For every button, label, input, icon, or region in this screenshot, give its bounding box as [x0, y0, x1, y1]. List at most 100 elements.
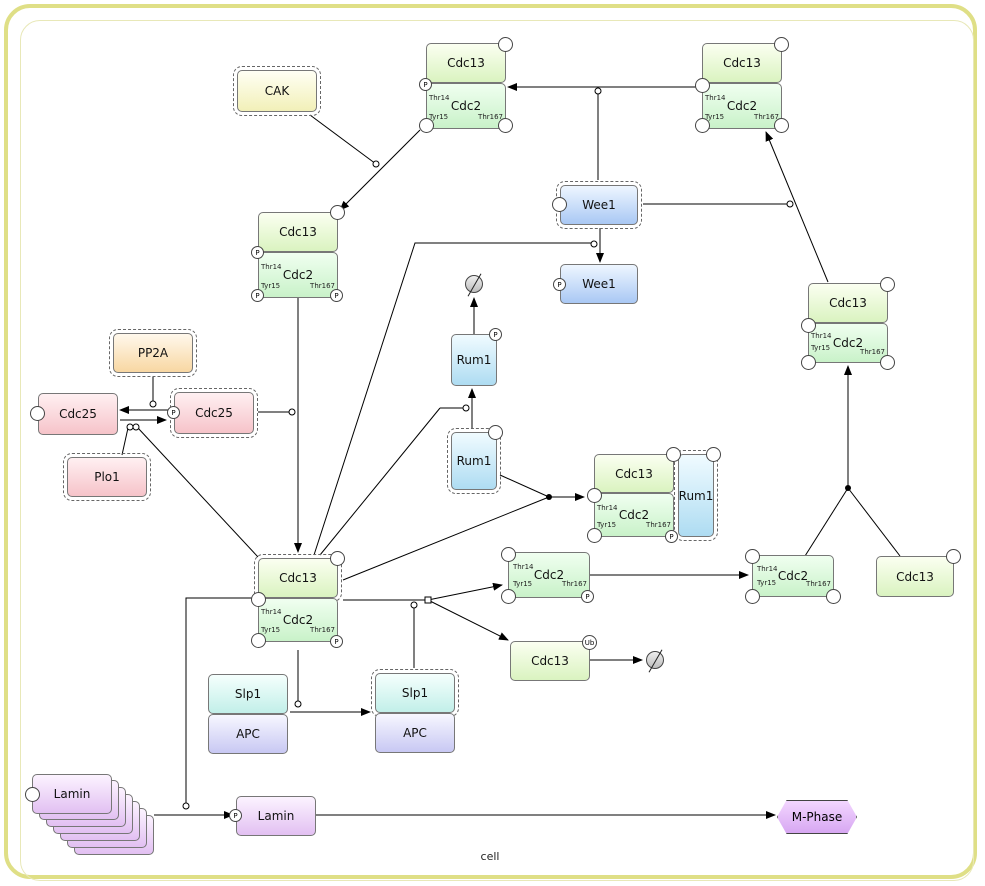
binding-site — [946, 549, 961, 564]
cak-node[interactable]: CAK — [233, 66, 321, 116]
cdc13-release-arc[interactable] — [427, 599, 509, 641]
complex-top-cdc13[interactable]: Cdc13 — [426, 43, 506, 83]
cdk-rum1-binding-arc[interactable] — [342, 496, 550, 581]
cdc13-free-node[interactable]: Cdc13 — [876, 556, 954, 597]
cdc2-label: Cdc2 — [777, 569, 809, 583]
residue-thr167: Thr167 — [754, 113, 779, 121]
catalysis-dot — [594, 87, 602, 95]
rum1-node[interactable]: Rum1 — [447, 428, 501, 494]
empty-site — [826, 589, 841, 604]
binding-site — [330, 551, 345, 566]
residue-thr14: Thr14 — [513, 563, 534, 571]
rum1-phosphorylated-node[interactable]: Rum1 — [451, 334, 497, 386]
empty-site — [488, 425, 503, 440]
plo1-node[interactable]: Plo1 — [63, 453, 151, 501]
phospho-site: P — [330, 289, 343, 302]
residue-thr167: Thr167 — [310, 282, 335, 290]
complex-active-cdc13[interactable]: Cdc13 — [254, 554, 342, 602]
residue-tyr15: Tyr15 — [261, 626, 281, 634]
catalysis-dot — [294, 700, 302, 708]
complex-topright-cdc2[interactable]: Cdc2 Thr14 Tyr15 Thr167 — [702, 83, 782, 129]
binding-site — [330, 205, 345, 220]
residue-tyr15: Tyr15 — [597, 521, 617, 529]
residue-thr14: Thr14 — [705, 94, 726, 102]
wee1-active-node[interactable]: Wee1 — [556, 181, 642, 229]
empty-site — [695, 118, 710, 133]
cdc2-right-node[interactable]: Cdc2 Thr14 Tyr15 Thr167 — [752, 555, 834, 597]
ubiquitin-site: Ub — [582, 635, 597, 650]
cdk-activation-arc[interactable] — [339, 129, 421, 211]
slp1-node[interactable]: Slp1 — [208, 674, 288, 714]
cdc2-free-node[interactable]: Cdc2 Thr14 Tyr15 Thr167 — [508, 552, 590, 598]
empty-site — [880, 355, 895, 370]
lamin-phosphorylated-node[interactable]: Lamin — [236, 796, 316, 836]
cdc13-label: Cdc13 — [615, 466, 653, 481]
lamin-pool-node[interactable]: Lamin — [32, 774, 112, 814]
residue-tyr15: Tyr15 — [705, 113, 725, 121]
phospho-site: P — [330, 635, 343, 648]
apc-node[interactable]: APC — [208, 714, 288, 754]
phospho-site: P — [553, 278, 566, 291]
empty-site — [251, 592, 266, 607]
complex-top-cdc2[interactable]: Cdc2 Thr14 Tyr15 Thr167 — [426, 83, 506, 129]
plo1-catalysis-arc[interactable] — [121, 427, 129, 456]
association-dot — [845, 485, 851, 491]
residue-thr167: Thr167 — [562, 580, 587, 588]
binding-site — [774, 37, 789, 52]
catalysis-dot — [462, 404, 470, 412]
phospho-site: P — [581, 590, 594, 603]
complex-topright-cdc13[interactable]: Cdc13 — [702, 43, 782, 83]
complex-right-cdc2[interactable]: Cdc2 Thr14 Tyr15 Thr167 — [808, 323, 888, 363]
slp1-active-node[interactable]: Slp1 — [371, 669, 459, 717]
cdk-cdc25-feedback-arc[interactable] — [137, 427, 259, 558]
empty-site — [25, 787, 40, 802]
empty-site — [501, 589, 516, 604]
complex-rum1-cdc2[interactable]: Cdc2 Thr14 Tyr15 Thr167 — [594, 493, 674, 537]
complex-right-cdc13[interactable]: Cdc13 — [808, 283, 888, 323]
cdk-dephos-arc[interactable] — [765, 131, 829, 283]
catalysis-dot — [410, 601, 418, 609]
cdc13-label: Cdc13 — [279, 225, 317, 239]
apc-active-node[interactable]: APC — [375, 713, 455, 753]
empty-site — [745, 549, 760, 564]
binding-site — [666, 447, 681, 462]
cdk-lamin-catalysis-arc[interactable] — [185, 597, 256, 805]
cak-catalysis-arc[interactable] — [309, 114, 377, 165]
residue-thr167: Thr167 — [478, 113, 503, 121]
cdc13-ubiquitinated-node[interactable]: Cdc13 — [510, 641, 590, 681]
degradation-sink — [646, 651, 664, 669]
residue-thr14: Thr14 — [429, 94, 450, 102]
cdc13-label: Cdc13 — [279, 571, 317, 585]
cdc13-association-arc[interactable] — [847, 487, 901, 557]
catalysis-dot — [126, 423, 134, 431]
process-node — [424, 596, 432, 604]
complex-mid-cdc13[interactable]: Cdc13 — [258, 212, 338, 252]
cdc2-label: Cdc2 — [450, 99, 482, 113]
empty-site — [501, 547, 516, 562]
complex-mid-cdc2[interactable]: Cdc2 Thr14 Tyr15 Thr167 — [258, 252, 338, 298]
empty-site — [498, 118, 513, 133]
residue-tyr15: Tyr15 — [429, 113, 449, 121]
rum1-bound-node[interactable]: Rum1 — [674, 450, 718, 541]
cdc2-release-arc[interactable] — [427, 582, 503, 601]
empty-site — [587, 528, 602, 543]
phospho-site: P — [665, 530, 678, 543]
cdk-wee1-catalysis-arc[interactable] — [313, 242, 594, 556]
empty-site — [745, 589, 760, 604]
catalysis-dot — [149, 400, 157, 408]
rum1-binding-arc[interactable] — [499, 474, 550, 498]
complex-active-cdc2[interactable]: Cdc2 Thr14 Tyr15 Thr167 — [258, 598, 338, 642]
cdc13-label: Cdc13 — [829, 296, 867, 310]
pp2a-node[interactable]: PP2A — [109, 329, 197, 377]
cdc25-active-node[interactable]: Cdc25 — [170, 388, 258, 438]
residue-thr167: Thr167 — [646, 521, 671, 529]
cdc25-inactive-node[interactable]: Cdc25 — [38, 393, 118, 435]
association-dot — [546, 494, 552, 500]
complex-rum1-cdc13[interactable]: Cdc13 — [594, 454, 674, 493]
m-phase-node[interactable]: M-Phase — [777, 800, 857, 834]
empty-site — [552, 197, 567, 212]
cdk-rum1-catalysis-arc[interactable] — [319, 407, 441, 556]
wee1-inactive-node[interactable]: Wee1 — [560, 264, 638, 304]
cdc2-association-arc[interactable] — [804, 487, 849, 557]
